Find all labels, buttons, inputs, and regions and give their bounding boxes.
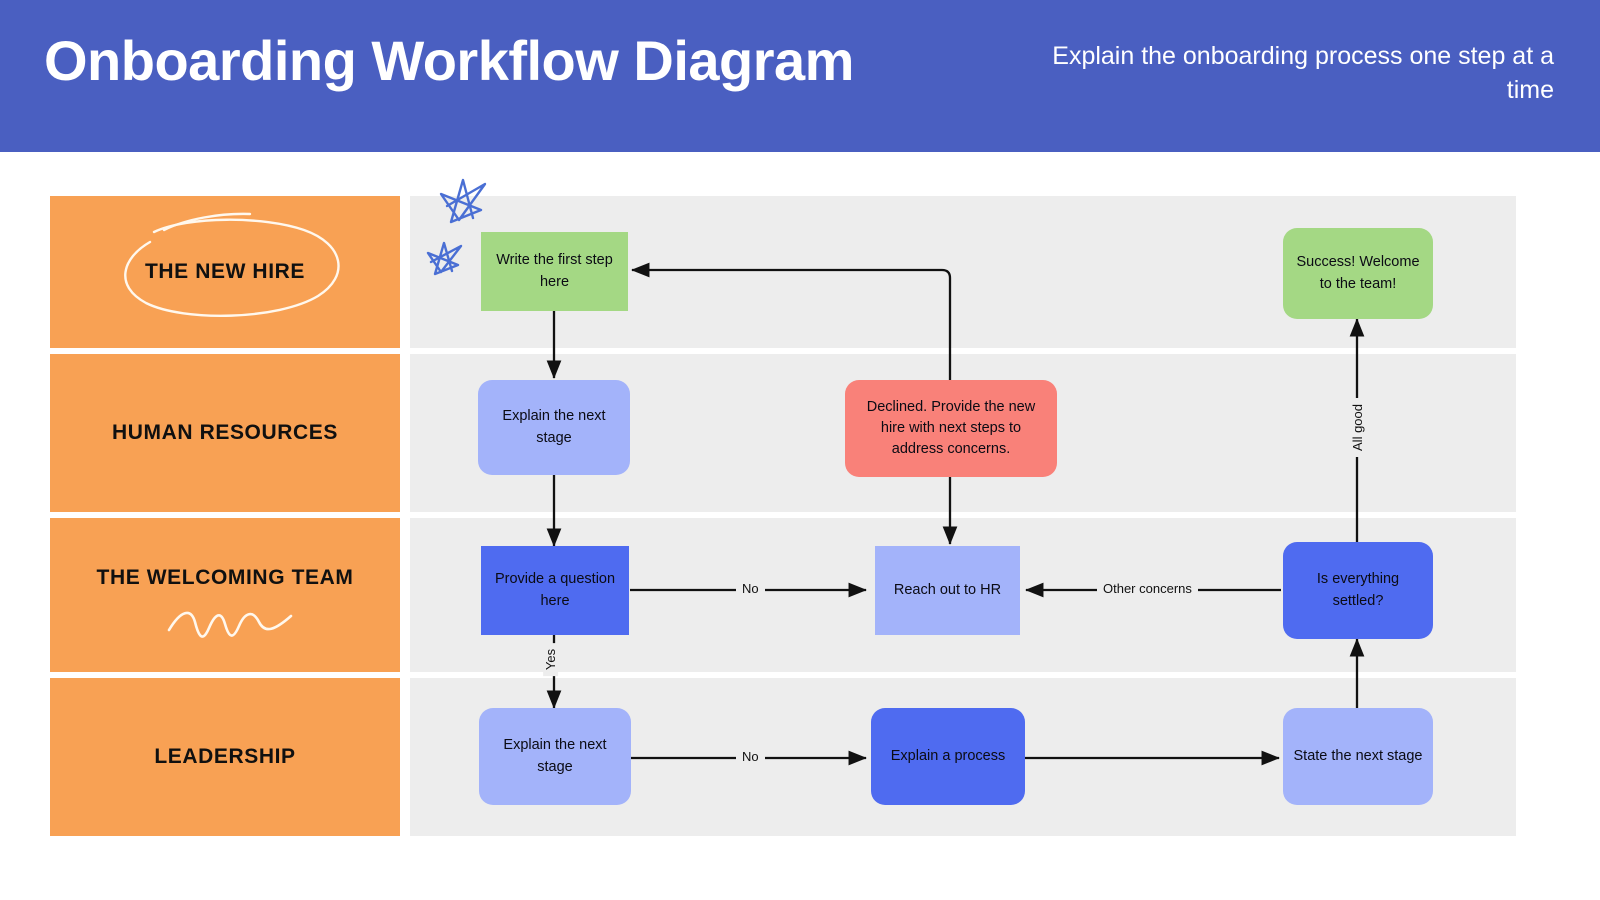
node-explain-a-process[interactable]: Explain a process [871,708,1025,805]
node-reach-out-to-hr[interactable]: Reach out to HR [875,546,1020,635]
edge-label-all-good: All good [1349,398,1365,457]
lane-label-text: HUMAN RESOURCES [111,421,338,444]
node-explain-next-stage-hr[interactable]: Explain the next stage [478,380,630,475]
lane-label-text: THE WELCOMING TEAM [96,566,354,589]
edge-label-no-2: No [736,749,765,764]
page-subtitle: Explain the onboarding process one step … [1052,42,1554,104]
page-title: Onboarding Workflow Diagram [44,29,854,92]
page-header: Onboarding Workflow Diagram Explain the … [0,0,1600,152]
edge-label-yes: Yes [543,642,559,677]
node-state-next-stage[interactable]: State the next stage [1283,708,1433,805]
lane-label-text: LEADERSHIP [154,745,296,768]
node-success[interactable]: Success! Welcome to the team! [1283,228,1433,319]
edge-label-no-1: No [736,581,765,596]
lane-label-leadership[interactable]: LEADERSHIP [50,678,400,836]
node-explain-next-stage-leadership[interactable]: Explain the next stage [479,708,631,805]
lane-label-welcoming-team[interactable]: THE WELCOMING TEAM [50,518,400,672]
node-declined[interactable]: Declined. Provide the new hire with next… [845,380,1057,477]
lane-label-new-hire[interactable]: THE NEW HIRE [50,196,400,348]
diagram-canvas: THE NEW HIRE HUMAN RESOURCES THE WELCOMI… [0,152,1600,900]
lane-label-human-resources[interactable]: HUMAN RESOURCES [50,354,400,512]
node-is-everything-settled[interactable]: Is everything settled? [1283,542,1433,639]
node-provide-question[interactable]: Provide a question here [481,546,629,635]
edge-label-other-concerns: Other concerns [1097,581,1198,596]
node-write-first-step[interactable]: Write the first step here [481,232,628,311]
edge-declined-loopback [631,262,952,420]
